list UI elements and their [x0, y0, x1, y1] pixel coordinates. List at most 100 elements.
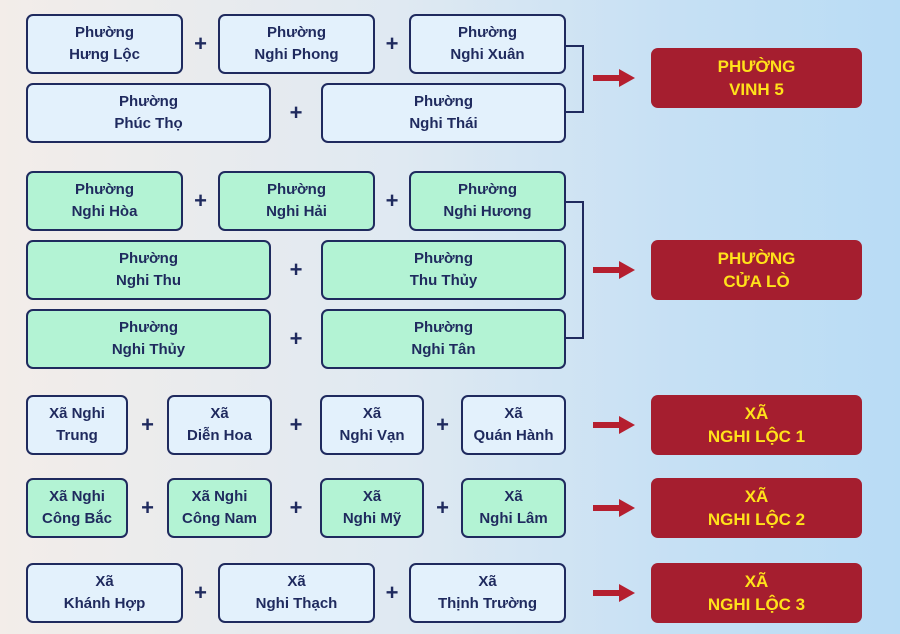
- merge-arrow-icon: [593, 69, 635, 87]
- unit-name-label: Nghi Thủy: [111, 341, 186, 358]
- unit-name-label: Nghi Xuân: [450, 46, 525, 63]
- unit-type-label: Phường: [457, 24, 518, 41]
- unit-name-label: Nghi Phong: [254, 46, 339, 63]
- group-bracket: [566, 45, 584, 113]
- unit-name-label: Hưng Lộc: [69, 46, 140, 63]
- unit-name-label: Nghi Thu: [116, 272, 181, 289]
- unit-name-label: Thịnh Trường: [437, 595, 537, 612]
- plus-sign: +: [289, 326, 303, 351]
- result-type-label: XÃ: [744, 572, 769, 591]
- unit-type-label: Phường: [266, 181, 327, 198]
- unit-type-label: Phường: [266, 24, 327, 41]
- unit-type-label: Xã Nghi: [49, 488, 105, 505]
- merge-arrow-icon: [593, 416, 635, 434]
- plus-sign: +: [289, 100, 303, 125]
- unit-type-label: Phường: [413, 319, 474, 336]
- merge-arrow-icon: [593, 499, 635, 517]
- plus-sign: +: [289, 412, 303, 437]
- unit-type-label: Phường: [74, 181, 135, 198]
- unit-type-label: Xã: [362, 405, 382, 422]
- result-type-label: PHƯỜNG: [717, 249, 796, 268]
- unit-name-label: Nghi Lâm: [479, 510, 548, 527]
- unit-name-label: Nghi Mỹ: [342, 510, 402, 527]
- result-type-label: XÃ: [744, 404, 769, 423]
- unit-name-label: Nghi Vạn: [339, 427, 405, 444]
- result-name-label: NGHI LỘC 3: [707, 595, 806, 614]
- unit-type-label: Xã: [504, 405, 523, 422]
- plus-sign: +: [194, 188, 207, 213]
- merge-arrow-icon: [593, 261, 635, 279]
- unit-name-label: Công Nam: [182, 510, 257, 527]
- result-box: PHƯỜNG VINH 5: [651, 48, 862, 108]
- result-name-label: CỬA LÒ: [723, 272, 790, 291]
- result-type-label: XÃ: [744, 487, 769, 506]
- unit-type-label: Phường: [74, 24, 135, 41]
- result-name-label: NGHI LỘC 1: [707, 427, 806, 446]
- unit-type-label: Xã Nghi: [49, 405, 105, 422]
- unit-name-label: Nghi Tân: [411, 341, 476, 358]
- unit-name-label: Nghi Hải: [266, 203, 327, 220]
- result-box: XÃ NGHI LỘC 1: [651, 395, 862, 455]
- unit-type-label: Phường: [118, 250, 179, 267]
- plus-sign: +: [289, 257, 303, 282]
- result-name-label: NGHI LỘC 2: [707, 510, 806, 529]
- unit-type-label: Xã: [504, 488, 523, 505]
- unit-type-label: Xã: [210, 405, 229, 422]
- plus-sign: +: [385, 188, 399, 213]
- unit-name-label: Nghi Hương: [443, 203, 532, 220]
- unit-name-label: Công Bắc: [41, 510, 112, 527]
- plus-sign: +: [141, 495, 154, 520]
- unit-name-label: Trung: [56, 427, 98, 444]
- result-box: XÃ NGHI LỘC 2: [651, 478, 862, 538]
- plus-sign: +: [194, 580, 207, 605]
- group-bracket: [566, 201, 584, 339]
- unit-name-label: Nghi Thạch: [255, 595, 338, 612]
- plus-sign: +: [385, 580, 399, 605]
- plus-sign: +: [436, 495, 449, 520]
- unit-type-label: Xã: [478, 573, 497, 590]
- plus-sign: +: [436, 412, 449, 437]
- plus-sign: +: [289, 495, 303, 520]
- unit-type-label: Phường: [118, 319, 179, 336]
- result-type-label: PHƯỜNG: [717, 57, 796, 76]
- unit-type-label: Phường: [118, 93, 179, 110]
- unit-type-label: Phường: [457, 181, 518, 198]
- unit-type-label: Xã: [95, 573, 114, 590]
- unit-name-label: Nghi Hòa: [71, 203, 138, 220]
- unit-name-label: Khánh Hợp: [63, 595, 146, 612]
- plus-sign: +: [194, 31, 207, 56]
- result-name-label: VINH 5: [729, 80, 784, 99]
- unit-type-label: Xã: [362, 488, 382, 505]
- unit-type-label: Xã Nghi: [191, 488, 248, 505]
- merge-arrow-icon: [593, 584, 635, 602]
- unit-type-label: Phường: [413, 250, 474, 267]
- unit-type-label: Xã: [287, 573, 306, 590]
- unit-name-label: Phúc Thọ: [114, 115, 183, 132]
- plus-sign: +: [141, 412, 154, 437]
- unit-name-label: Nghi Thái: [409, 115, 478, 132]
- unit-name-label: Diễn Hoa: [186, 427, 252, 444]
- unit-name-label: Quán Hành: [473, 427, 554, 444]
- result-box: PHƯỜNG CỬA LÒ: [651, 240, 862, 300]
